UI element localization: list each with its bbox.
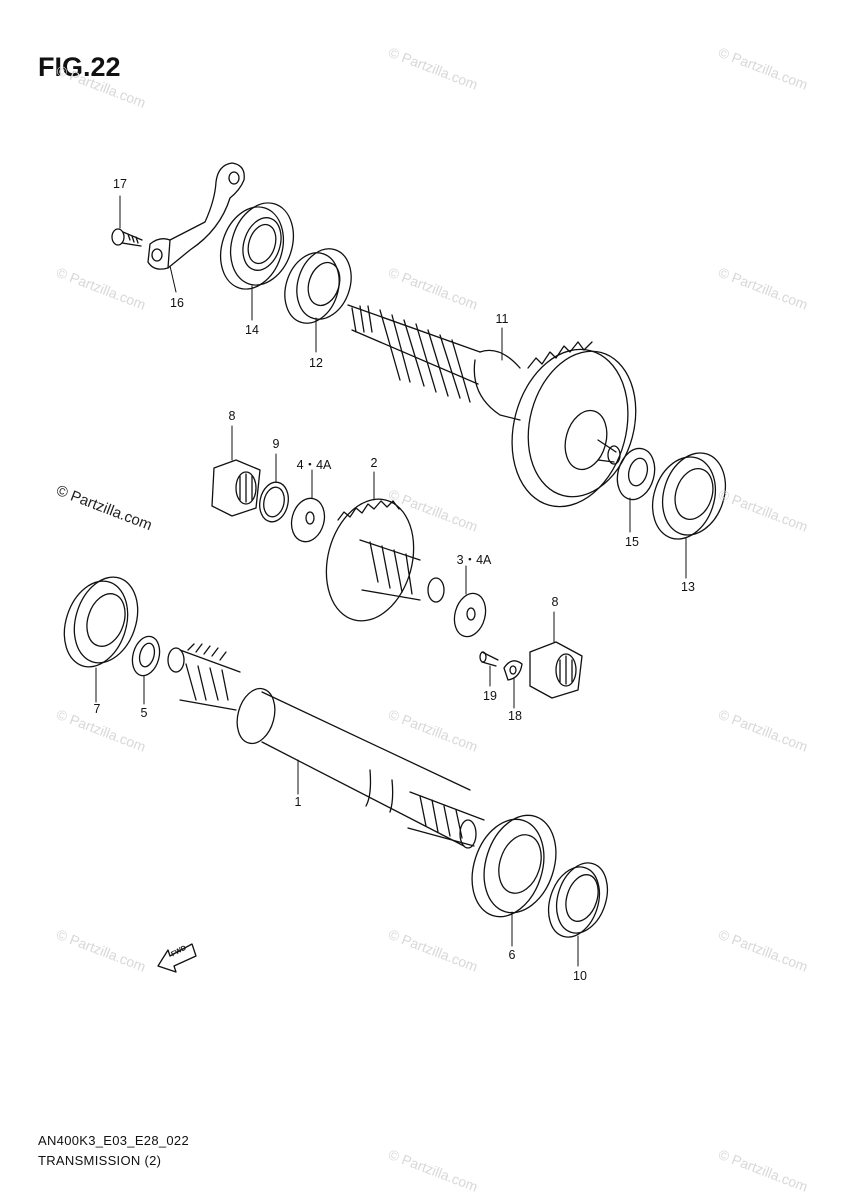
callout-17[interactable]: 17 [113,177,127,191]
part-14-bearing[interactable] [210,195,303,297]
part-11-output-shaft[interactable] [347,304,651,520]
callout-2[interactable]: 2 [370,456,378,470]
callout-3[interactable]: 3・4A [456,553,492,567]
callout-8-lower[interactable]: 8 [551,595,559,609]
callout-9[interactable]: 9 [272,437,280,451]
part-10-oil-seal[interactable] [540,856,616,943]
part-18-clip[interactable] [503,660,523,681]
callout-18[interactable]: 18 [508,709,522,723]
callout-5[interactable]: 5 [140,706,148,720]
callout-11[interactable]: 11 [495,312,509,326]
callout-7[interactable]: 7 [93,702,101,716]
callout-8-upper[interactable]: 8 [228,409,236,423]
callout-4[interactable]: 4・4A [296,458,332,472]
callout-14[interactable]: 14 [245,323,259,337]
part-1-input-shaft[interactable] [167,643,485,849]
part-5-washer[interactable] [128,633,163,678]
callout-6[interactable]: 6 [508,948,516,962]
callout-15[interactable]: 15 [625,535,639,549]
part-2-gear[interactable] [313,489,445,631]
figure-title: FIG.22 [38,52,121,82]
callout-12[interactable]: 12 [309,356,323,370]
part-4-washer[interactable] [287,495,329,546]
callout-16[interactable]: 16 [170,296,184,310]
figure-caption: TRANSMISSION (2) [38,1153,162,1168]
part-3-washer[interactable] [450,590,490,640]
part-6-bearing[interactable] [460,806,568,926]
part-17-screw[interactable] [111,228,143,247]
callout-19[interactable]: 19 [483,689,497,703]
part-13-bearing[interactable] [642,445,735,547]
part-8-needle-bearing-lower[interactable] [529,641,583,699]
callout-1[interactable]: 1 [294,795,302,809]
model-code: AN400K3_E03_E28_022 [38,1133,189,1148]
part-12-bearing[interactable] [276,242,360,331]
part-7-bearing[interactable] [54,569,148,675]
leader-lines [95,195,687,967]
part-8-needle-bearing-upper[interactable] [211,459,261,517]
part-16-stopper-plate[interactable] [147,162,245,270]
callout-13[interactable]: 13 [681,580,695,594]
part-19-pin[interactable] [479,651,499,667]
callout-10[interactable]: 10 [573,969,587,983]
fwd-arrow-icon [157,943,197,973]
part-15-washer[interactable] [612,444,660,504]
part-9-circlip[interactable] [256,480,292,525]
